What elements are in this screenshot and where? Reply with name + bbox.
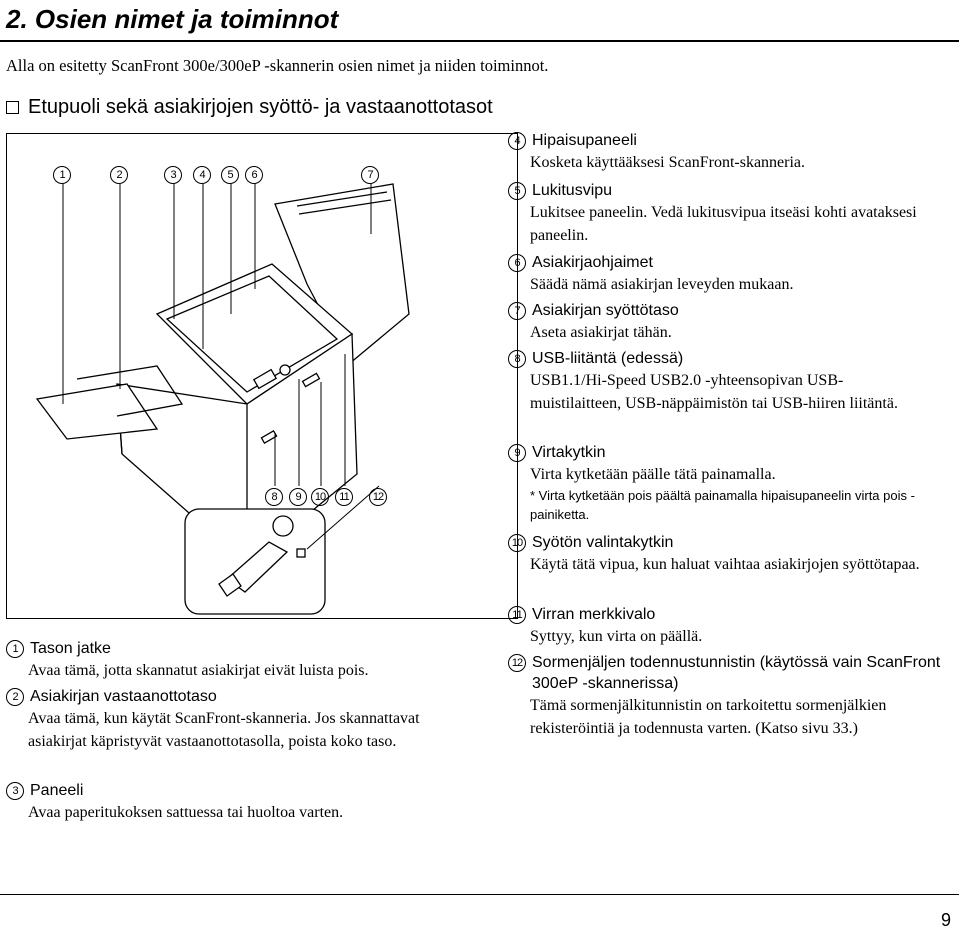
part-item-11: 11 Virran merkkivalo Syttyy, kun virta on… [508,604,948,648]
callout-9: 9 [289,488,307,506]
item-description: Säädä nämä asiakirjan leveyden mukaan. [530,276,794,293]
callout-4: 4 [193,166,211,184]
item-description: Virta kytketään päälle tätä painamalla. [530,466,776,483]
item-number: 12 [508,654,526,672]
callout-7: 7 [361,166,379,184]
footer-rule [0,894,959,895]
section-heading: Etupuoli sekä asiakirjojen syöttö- ja va… [6,96,493,119]
item-number: 7 [508,302,526,320]
item-description: Aseta asiakirjat tähän. [530,324,672,341]
item-number: 1 [6,640,24,658]
item-description: Syttyy, kun virta on päällä. [530,628,703,645]
page-number: 9 [940,910,951,930]
item-number: 11 [508,606,526,624]
item-title: Hipaisupaneeli [532,132,637,149]
item-number: 3 [6,782,24,800]
scanner-drawing [35,183,410,615]
item-description: Avaa tämä, kun käytät ScanFront-skanneri… [28,710,420,750]
item-description: USB1.1/Hi-Speed USB2.0 -yhteensopivan US… [530,372,898,412]
item-number: 4 [508,132,526,150]
section-heading-text: Etupuoli sekä asiakirjojen syöttö- ja va… [28,96,493,118]
item-title: Asiakirjan vastaanottotaso [30,688,217,705]
callout-12: 12 [369,488,387,506]
item-title: Tason jatke [30,640,111,657]
callout-6: 6 [245,166,263,184]
item-description: Tämä sormenjälkitunnistin on tarkoitettu… [530,697,887,737]
callout-11: 11 [335,488,353,506]
item-number: 8 [508,350,526,368]
part-item-8: 8 USB-liitäntä (edessä) USB1.1/Hi-Speed U… [508,348,928,415]
title-rule [0,40,959,42]
item-title: Virran merkkivalo [532,606,656,623]
part-item-6: 6 Asiakirjaohjaimet Säädä nämä asiakirjan… [508,252,948,296]
part-item-9: 9 Virtakytkin Virta kytketään päälle tätä… [508,442,948,524]
item-description: Avaa tämä, jotta skannatut asiakirjat ei… [28,662,369,679]
item-number: 9 [508,444,526,462]
part-item-12: 12 Sormenjäljen todennustunnistin (käytös… [508,652,948,740]
callout-5: 5 [221,166,239,184]
scanner-illustration: 1 2 3 4 5 6 7 8 9 10 11 12 [6,133,518,619]
callout-2: 2 [110,166,128,184]
part-item-3: 3 Paneeli Avaa paperitukoksen sattuessa t… [6,780,436,824]
part-item-10: 10 Syötön valintakytkin Käytä tätä vipua,… [508,532,948,576]
item-title: Sormenjäljen todennustunnistin (käytössä… [532,654,941,692]
callout-1: 1 [53,166,71,184]
item-number: 10 [508,534,526,552]
item-title: Lukitusvipu [532,182,613,199]
item-description: Lukitsee paneelin. Vedä lukitusvipua its… [530,204,917,244]
callout-3: 3 [164,166,182,184]
item-title: Paneeli [30,782,84,799]
item-title: Asiakirjaohjaimet [532,254,653,271]
part-item-5: 5 Lukitusvipu Lukitsee paneelin. Vedä luk… [508,180,928,247]
item-title: Asiakirjan syöttötaso [532,302,679,319]
page-title: 2. Osien nimet ja toiminnot [6,4,339,34]
part-item-2: 2 Asiakirjan vastaanottotaso Avaa tämä, k… [6,686,436,753]
item-title: Syötön valintakytkin [532,534,674,551]
part-item-7: 7 Asiakirjan syöttötaso Aseta asiakirjat … [508,300,948,344]
callout-10: 10 [311,488,329,506]
intro-text: Alla on esitetty ScanFront 300e/300eP -s… [6,56,549,75]
item-number: 2 [6,688,24,706]
item-note: * Virta kytketään pois päältä painamalla… [530,488,915,522]
item-number: 6 [508,254,526,272]
part-item-1: 1 Tason jatke Avaa tämä, jotta skannatut … [6,638,426,682]
callout-8: 8 [265,488,283,506]
part-item-4: 4 Hipaisupaneeli Kosketa käyttääksesi Sca… [508,130,948,174]
item-number: 5 [508,182,526,200]
item-title: Virtakytkin [532,444,606,461]
item-title: USB-liitäntä (edessä) [532,350,684,367]
item-description: Kosketa käyttääksesi ScanFront-skanneria… [530,154,806,171]
item-description: Avaa paperitukoksen sattuessa tai huolto… [28,804,344,821]
checkbox-bullet-icon [6,101,19,114]
item-description: Käytä tätä vipua, kun haluat vaihtaa asi… [530,556,920,573]
